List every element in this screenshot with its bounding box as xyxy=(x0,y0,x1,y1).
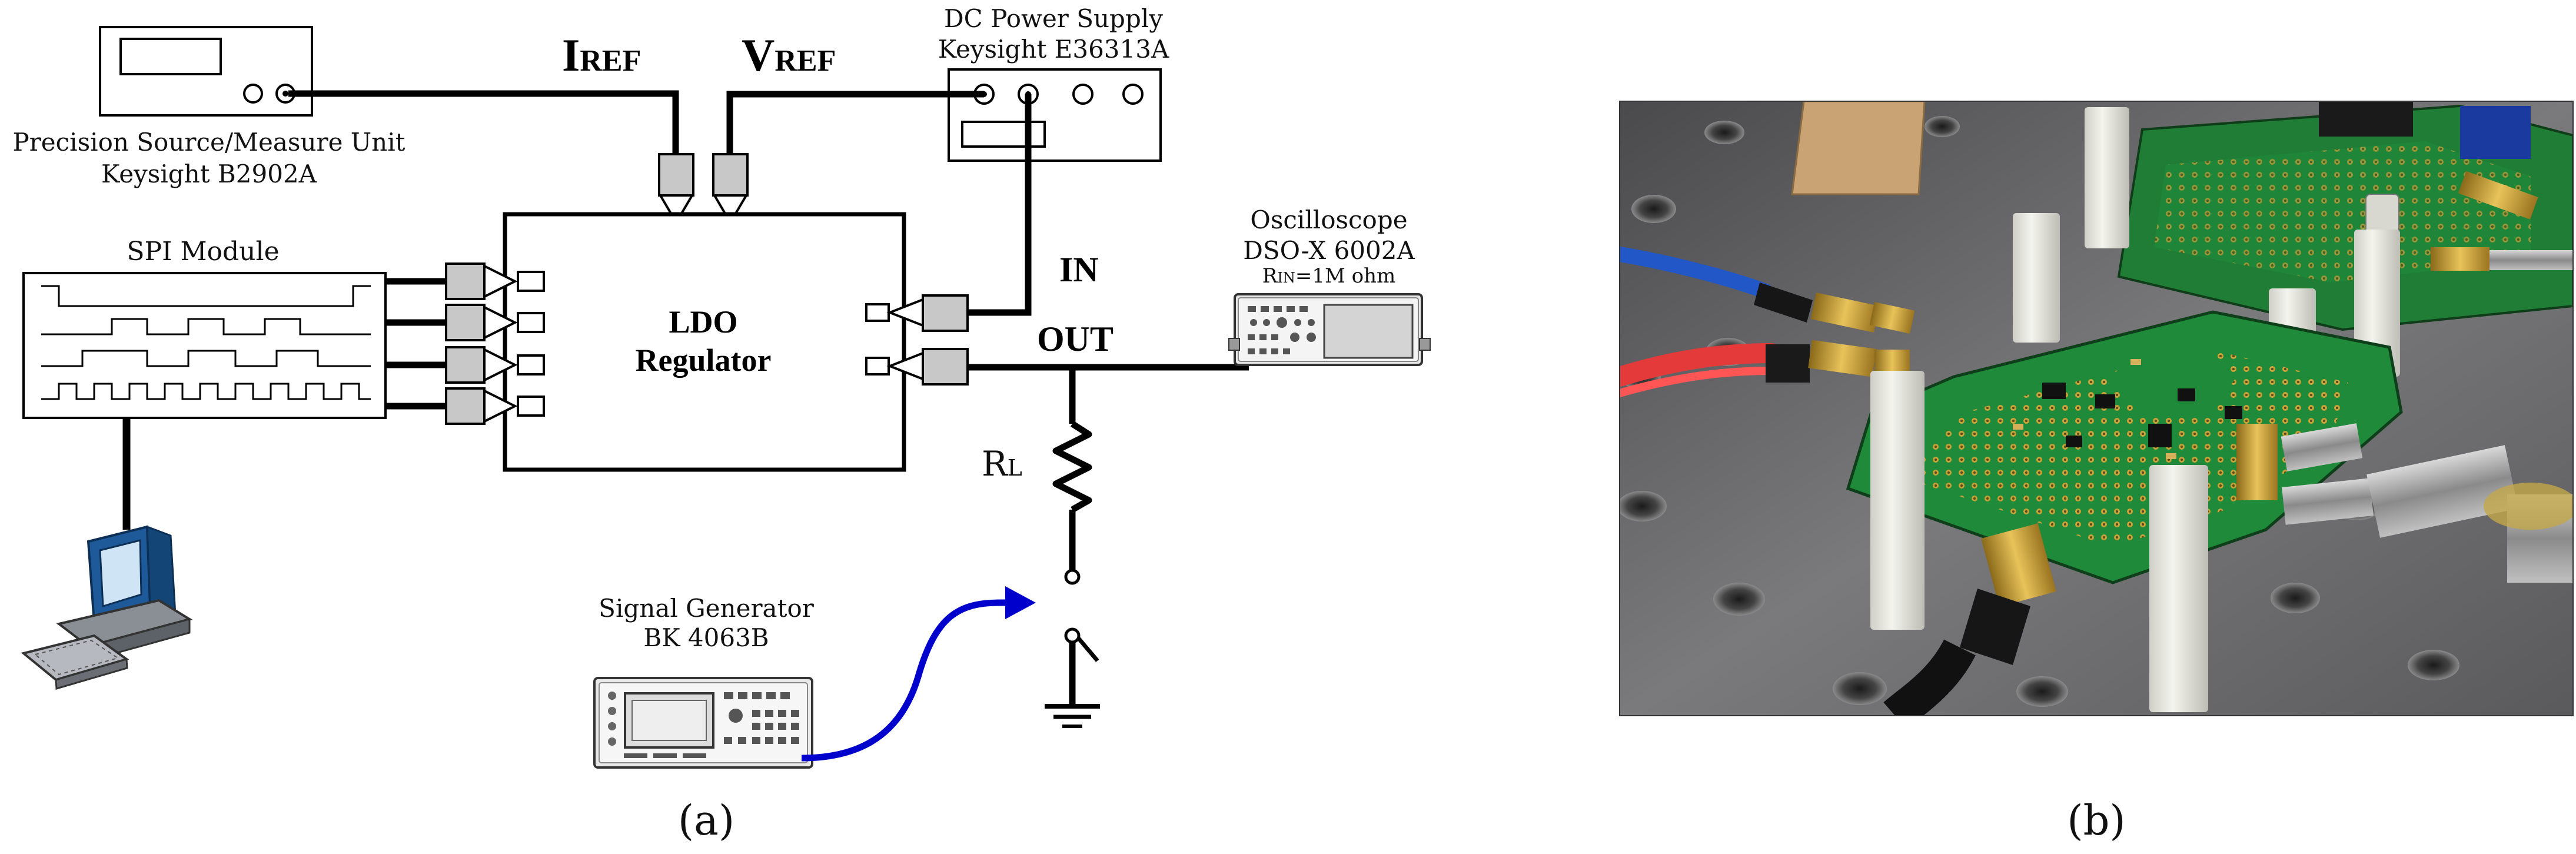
spi-module-label: SPI Module xyxy=(127,237,279,267)
scope-rin-value: =1M ohm xyxy=(1295,264,1395,288)
standoff-rear-left xyxy=(2085,107,2129,248)
siggen-name-label: Signal Generator xyxy=(599,594,815,623)
panel-a-schematic: Precision Source/Measure Unit Keysight B… xyxy=(12,4,1431,845)
scope-rin-label: RIN=1M ohm xyxy=(1262,264,1395,288)
scope-name-label: Oscilloscope xyxy=(1250,205,1407,234)
background-pcb xyxy=(2117,101,2573,331)
iref-wire xyxy=(288,90,679,154)
iref-main: I xyxy=(562,29,580,81)
siggen-cable-arrowhead xyxy=(1005,586,1036,619)
vref-label: VREF xyxy=(742,29,836,81)
sma-connector-left-top xyxy=(1810,293,1915,334)
panel-a-caption: (a) xyxy=(678,796,734,845)
siggen-control-cable xyxy=(801,599,1015,762)
standoff-front-right xyxy=(2149,465,2208,712)
ldo-regulator-box xyxy=(503,212,906,472)
sma-connector-front xyxy=(1883,523,2056,716)
scope-rin-main: R xyxy=(1262,264,1278,288)
ldo-label-line1: LDO xyxy=(669,304,737,340)
scope-model-label: DSO-X 6002A xyxy=(1243,236,1415,265)
smu-name-label: Precision Source/Measure Unit xyxy=(12,128,405,157)
switch-bottom-contact xyxy=(1064,627,1081,644)
sma-connector-left-bottom xyxy=(1808,340,1910,377)
rl-sub: L xyxy=(1008,455,1022,481)
vref-main: V xyxy=(742,29,775,81)
red-cable xyxy=(1620,343,1781,387)
switch-top-contact xyxy=(1064,569,1081,585)
blue-cable xyxy=(1620,247,1773,299)
vref-sub: REF xyxy=(775,44,836,78)
spi-module xyxy=(22,272,387,419)
iref-label: IREF xyxy=(562,29,641,81)
spi-connectors xyxy=(385,262,545,425)
computer-icon xyxy=(21,525,193,690)
scope-rin-sub: IN xyxy=(1277,270,1295,286)
ldo-label-line2: Regulator xyxy=(636,343,772,378)
ground-icon xyxy=(1045,704,1100,728)
smu-model-label: Keysight B2902A xyxy=(101,159,317,188)
oscilloscope-instrument xyxy=(1228,293,1431,366)
standoff-rear-mid xyxy=(2013,213,2060,343)
standoff-rear-right xyxy=(2354,230,2400,377)
out-label: OUT xyxy=(1037,320,1114,358)
psu-name-label: DC Power Supply xyxy=(944,4,1163,33)
smu-instrument xyxy=(99,26,313,117)
vref-wire xyxy=(726,91,984,154)
iref-sub: REF xyxy=(580,44,641,78)
panel-b-photo: (b) xyxy=(1619,101,2574,845)
rl-label: RL xyxy=(982,444,1022,484)
photo-border xyxy=(1619,101,2574,716)
panel-b-caption: (b) xyxy=(2067,796,2125,845)
in-label: IN xyxy=(1059,250,1099,289)
rl-resistor-symbol xyxy=(1052,421,1092,513)
tan-pad xyxy=(1791,101,1926,195)
standoff-front-left xyxy=(1870,371,1924,630)
psu-model-label: Keysight E36313A xyxy=(938,35,1169,64)
siggen-model-label: BK 4063B xyxy=(643,623,769,652)
rl-main: R xyxy=(982,444,1009,484)
in-wire xyxy=(968,94,1032,316)
signal-generator-instrument xyxy=(593,677,813,769)
steel-connectors-right xyxy=(2236,423,2573,583)
psu-instrument xyxy=(948,68,1162,162)
out-connector xyxy=(865,348,969,386)
in-connector xyxy=(865,294,969,332)
